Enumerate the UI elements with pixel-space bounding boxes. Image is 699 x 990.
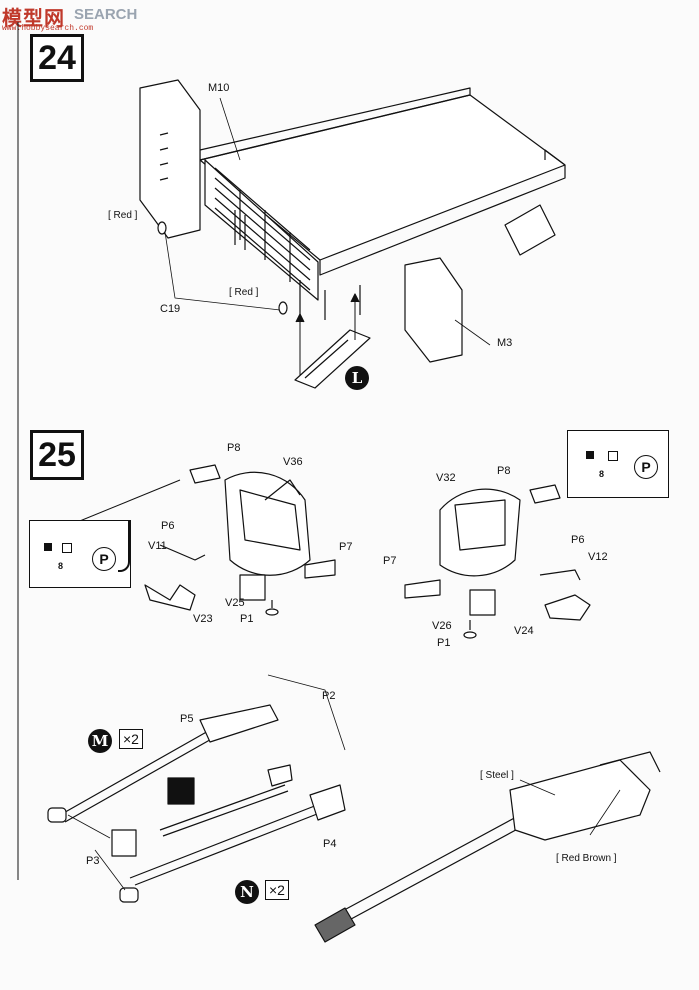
label-p7-left: P7 bbox=[339, 541, 353, 553]
step-number-25: 25 bbox=[30, 430, 84, 480]
callout-steel: [ Steel ] bbox=[480, 770, 514, 781]
label-p6-left: P6 bbox=[161, 520, 175, 532]
paint-box-left: 8 P bbox=[29, 520, 131, 588]
badge-l: L bbox=[345, 366, 369, 390]
watermark-logo: 模型网 bbox=[2, 6, 65, 30]
machine-gun-drawings bbox=[47, 674, 661, 943]
truck-bed-drawing bbox=[139, 79, 566, 389]
label-p2: P2 bbox=[322, 690, 336, 702]
watermark-url: www.hobbysearch.com bbox=[2, 24, 94, 33]
label-p3: P3 bbox=[86, 855, 100, 867]
paint-number-right: 8 bbox=[599, 469, 605, 479]
multiplier-n: ×2 bbox=[265, 880, 289, 900]
label-p1-left: P1 bbox=[240, 613, 254, 625]
label-m3: M3 bbox=[497, 337, 513, 349]
label-c19: C19 bbox=[160, 303, 181, 315]
step-number-24: 24 bbox=[30, 34, 84, 82]
watermark: 模型网 SEARCH www.hobbysearch.com bbox=[0, 0, 170, 34]
paint-number-left: 8 bbox=[58, 561, 64, 571]
label-p8-right: P8 bbox=[497, 465, 511, 477]
label-v23: V23 bbox=[193, 613, 213, 625]
gun-mount-left-drawing bbox=[69, 464, 336, 616]
paint-letter-left: P bbox=[92, 547, 116, 571]
label-red-1: [ Red ] bbox=[108, 210, 138, 221]
label-p8-left: P8 bbox=[227, 442, 241, 454]
label-v32: V32 bbox=[436, 472, 456, 484]
label-red-2: [ Red ] bbox=[229, 287, 259, 298]
label-v24: V24 bbox=[514, 625, 534, 637]
label-p7-right: P7 bbox=[383, 555, 397, 567]
label-p1-right: P1 bbox=[437, 637, 451, 649]
multiplier-m: ×2 bbox=[119, 729, 143, 749]
label-v11: V11 bbox=[148, 540, 167, 552]
badge-n: N bbox=[235, 880, 259, 904]
label-p6-right: P6 bbox=[571, 534, 585, 546]
label-v25: V25 bbox=[225, 597, 245, 609]
label-v26: V26 bbox=[432, 620, 452, 632]
paint-outline-icon bbox=[62, 543, 72, 553]
callout-red-brown: [ Red Brown ] bbox=[556, 853, 617, 864]
label-v36: V36 bbox=[283, 456, 303, 468]
label-m10: M10 bbox=[208, 82, 230, 94]
paint-outline-icon bbox=[608, 451, 618, 461]
label-p4: P4 bbox=[323, 838, 337, 850]
label-v12: V12 bbox=[588, 551, 608, 563]
paint-square-icon bbox=[586, 451, 594, 459]
paint-letter-right: P bbox=[634, 455, 658, 479]
gun-mount-right-drawing bbox=[404, 449, 601, 639]
paint-square-icon bbox=[44, 543, 52, 551]
watermark-text: SEARCH bbox=[74, 6, 138, 23]
paint-box-right: 8 P bbox=[567, 430, 669, 498]
badge-m: M bbox=[88, 729, 112, 753]
label-p5: P5 bbox=[180, 713, 194, 725]
